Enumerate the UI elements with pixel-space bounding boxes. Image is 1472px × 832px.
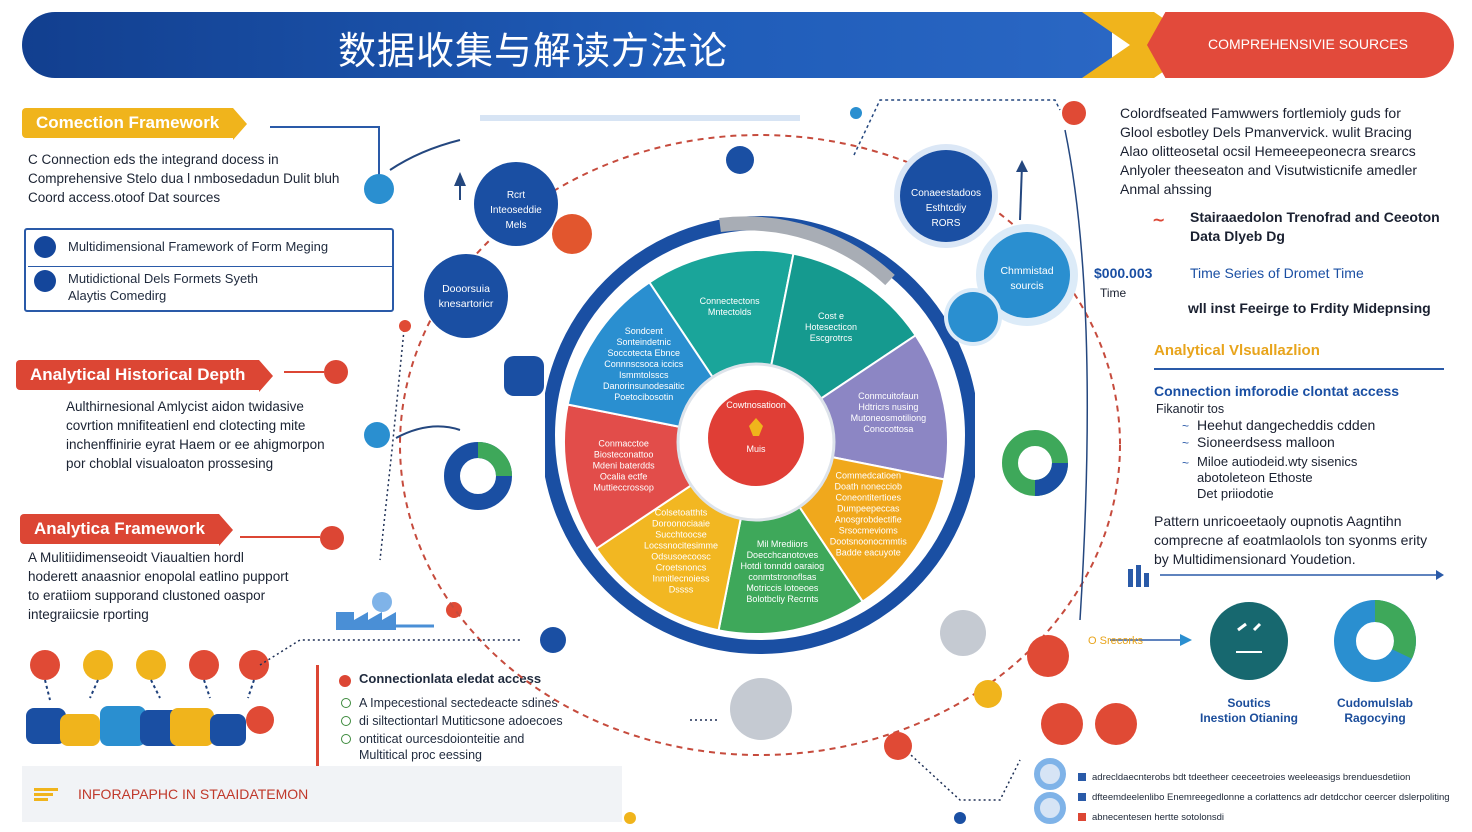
node-circle [474,162,558,246]
right-item: Stairaaedolon Trenofrad and Ceeoton Data… [1190,209,1440,244]
donut-icon [444,442,512,510]
user-icon [948,292,998,342]
heading-sub: Fikanotir tos [1156,402,1225,416]
node-label: Rcrt Inteoseddie Mels [490,190,542,231]
bar-chart-icon [1128,565,1152,587]
section1-text: C Connection eds the integrand docess in… [28,152,340,205]
connector-line [270,126,380,128]
footer-strip [22,766,622,822]
people-illustration [26,650,274,746]
bullet-item: ~Heehut dangecheddis cdden [1182,417,1376,433]
list-icon [34,788,58,802]
banner-blue-segment [22,12,1112,78]
node-circle [984,232,1070,318]
banner-red-segment [1147,12,1454,78]
right-item: wll inst Feeirge to Frdity Midepnsing [1188,300,1431,316]
legend-item: dfteemdeelenlibo Enemreegedlonne a corla… [1078,792,1450,803]
chart-label: Soutics Inestion Otianing [1200,696,1298,725]
legend-item: abnecentesen hertte sotolonsdi [1078,812,1224,823]
right-item: Time Series of Dromet Time [1190,265,1364,281]
rocket-icon [504,356,544,396]
banner-subtitle: COMPREHENSIVIE SOURCES [1208,36,1408,52]
sources-link[interactable]: O Srecorks [1088,635,1144,647]
title-banner: 数据收集与解读方法论 COMPREHENSIVIE SOURCES [22,12,1454,78]
bullet-icon [34,236,56,258]
node-dot [320,526,344,550]
section-tag-analytica-framework: Analytica Framework [20,514,234,546]
bullet-icon [339,675,351,687]
legend-item: adrecldaecnterobs bdt tdeetheer ceeceetr… [1078,772,1410,783]
pie-chart-sources [1210,602,1288,680]
card-item: Multitical proc eessing [359,748,482,762]
wheel-center [708,390,804,486]
gear-icon [730,678,792,740]
page-title: 数据收集与解读方法论 [338,29,729,73]
bullet-item: ~Miloe autiodeid.wty sisenics abotoleteo… [1182,454,1358,501]
factory-icon [336,592,462,630]
connector-line [378,126,380,178]
heading-visualization: Analytical Vlsuallazlion [1154,342,1320,359]
card-item: di siltectiontarl Mutiticsone adoecoes [359,714,563,728]
node-dot [324,360,348,384]
stat-label: Time [1100,286,1127,300]
network-icon [364,174,394,204]
chart-icon [749,418,763,436]
gear-icon [940,610,986,656]
node-circle [424,254,508,338]
bullet-icon [34,270,56,292]
section-tag-historical-depth: Analytical Historical Depth [16,360,274,392]
pattern-text: Pattern unricoeetaoly oupnotis Aagntihn … [1154,513,1428,567]
card-item: A Impecestional sectedeacte sdines [359,696,558,710]
stat-value: $000.003 [1094,265,1153,281]
wheel-center-line2: Muis [746,444,766,454]
donut-icon [1002,430,1068,496]
ring-icon [1034,758,1066,790]
heading-access: Connection imforodie clontat access [1154,383,1400,399]
list-item: Mutidictional Dels Formets Syeth Alaytis… [34,270,258,304]
brain-icon [552,214,592,254]
ring-icon [1034,792,1066,824]
node-label: Conaeestadoos Esthtcdiy RORS [910,188,982,229]
signal-icon: ~ [1152,210,1166,229]
node-label: Chmmistad sourcis [1000,265,1054,292]
footer-label: INFORAPAPHC IN STAAIDATEMON [78,786,309,802]
bullet-item: ~Sioneerdsess malloon [1182,434,1335,450]
wheel-center-line1: Cowtnosatioon [726,400,786,410]
section2-text: Aulthirnesional Amlycist aidon twidasive… [66,399,325,471]
section-tag-connection-framework: Comection Framework [22,108,248,140]
list-item: Multidimensional Framework of Form Megin… [34,236,328,258]
chart-icon [364,422,390,448]
section3-text: A Mulitiidimenseoidt Viaualtien hordl ho… [28,550,289,622]
node-label: Dooorsuia knesartoricr [438,283,494,310]
chart-label: Cudomulslab Ragocying [1336,696,1413,725]
access-card: Connectionlata eledat access A Impecesti… [316,665,616,775]
donut-chart-reporting [1334,600,1416,682]
framework-list-box: Multidimensional Framework of Form Megin… [24,228,394,312]
card-title: Connectionlata eledat access [359,671,542,686]
node-circle [900,150,992,242]
intro-text: Colordfseated Famwwers fortlemioly guds … [1120,105,1418,197]
card-item: ontiticat ourcesdoionteitie and [359,732,525,746]
